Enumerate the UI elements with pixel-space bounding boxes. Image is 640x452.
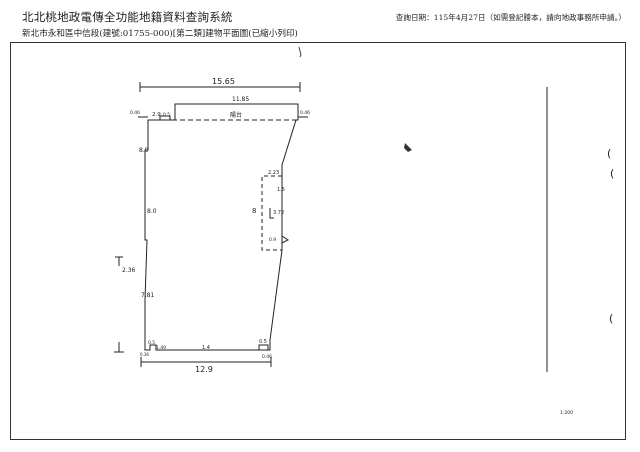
dim-left-lower: 7.81 xyxy=(141,292,155,299)
plan-frame xyxy=(10,42,626,440)
dim-top-overall: 15.65 xyxy=(212,77,235,86)
dim-top-left-step: 2.9 xyxy=(152,112,161,118)
dim-top-left-step2: 0.5 xyxy=(163,112,170,118)
notch-dashed xyxy=(261,175,282,251)
margin-mark: ( xyxy=(610,167,614,180)
dim-bottom-right-small: 0.5 xyxy=(259,339,267,345)
balcony-label: 陽台 xyxy=(230,111,242,119)
dim-bottom-left-small: 0.5 xyxy=(148,340,155,346)
dim-bottom-left-tiny: 0.36 xyxy=(140,352,149,357)
system-title: 北北桃地政電傳全功能地籍資料查詢系統 xyxy=(22,10,233,24)
query-date: 查詢日期：115年4月27日（如需登記謄本，請向地政事務所申請。） xyxy=(395,13,626,22)
ink-speck xyxy=(404,143,412,152)
notch-inner xyxy=(269,208,274,219)
dim-bottom-right-step: 0.46 xyxy=(262,354,272,360)
dim-notch-inner: 3.72 xyxy=(273,210,284,216)
balcony-small-step xyxy=(159,115,171,120)
document-subtitle: 新北市永和區中信段(建號:01755-000)[第二類]建物平面圖(已縮小列印) xyxy=(22,29,298,39)
dim-left-total: 2.36 xyxy=(122,267,136,274)
margin-mark: ( xyxy=(607,147,611,160)
dim-notch-top: 2.23 xyxy=(268,170,279,176)
ink-speck xyxy=(298,46,302,58)
dim-top-inner: 11.85 xyxy=(232,96,249,103)
building-outline xyxy=(144,103,299,351)
dim-bottom-left-step: 1.49 xyxy=(156,345,166,351)
dim-bottom-overall: 12.9 xyxy=(195,365,213,374)
margin-mark: ( xyxy=(609,312,613,325)
dim-notch-vertical: 8 xyxy=(252,207,256,215)
dim-left-upper: 8.9 xyxy=(139,147,149,154)
dim-notch-lower: 0.9 xyxy=(269,237,276,243)
dim-top-right-small: 0.46 xyxy=(300,110,310,116)
dim-bottom-mid: 1.4 xyxy=(202,345,210,351)
dim-left-mid: 8.0 xyxy=(147,208,157,215)
notch-arrow xyxy=(281,235,289,244)
dim-notch-right: 1.5 xyxy=(277,187,285,193)
corner-note: 1:200 xyxy=(560,410,573,416)
dim-top-left-small: 0.46 xyxy=(130,110,140,116)
